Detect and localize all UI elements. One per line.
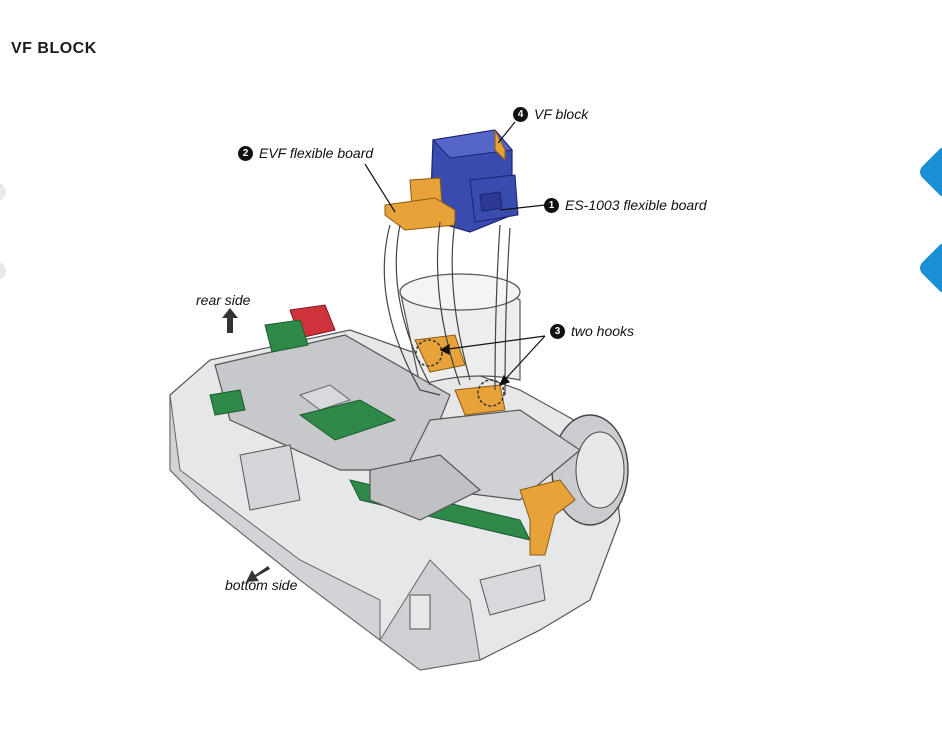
rear-side-label: rear side [196,292,251,308]
callout-two-hooks: 3 two hooks [550,323,634,339]
callout-number: 3 [550,323,565,339]
routing-lines [383,221,511,396]
callout-number: 4 [513,106,528,122]
up-arrow-icon [222,308,238,333]
callout-number: 2 [238,145,253,161]
callout-label: ES-1003 flexible board [565,197,707,213]
callout-number: 1 [544,197,559,213]
callout-es1003-flexible-board: 1 ES-1003 flexible board [544,197,707,213]
callout-label: EVF flexible board [259,145,374,161]
left-edge-dot [0,262,6,280]
callout-label: VF block [534,106,589,122]
callout-evf-flexible-board: 2 EVF flexible board [238,145,373,161]
leader-lines [364,121,546,386]
camera-body [169,273,629,671]
page-title: VF BLOCK [11,40,97,57]
bottom-side-label: bottom side [225,577,298,593]
callout-label: two hooks [571,323,635,339]
direction-arrows [222,308,270,582]
left-edge-dot [0,183,6,201]
callout-vf-block: 4 VF block [513,106,588,122]
down-left-arrow-icon [246,566,270,582]
vf-block [384,129,519,233]
